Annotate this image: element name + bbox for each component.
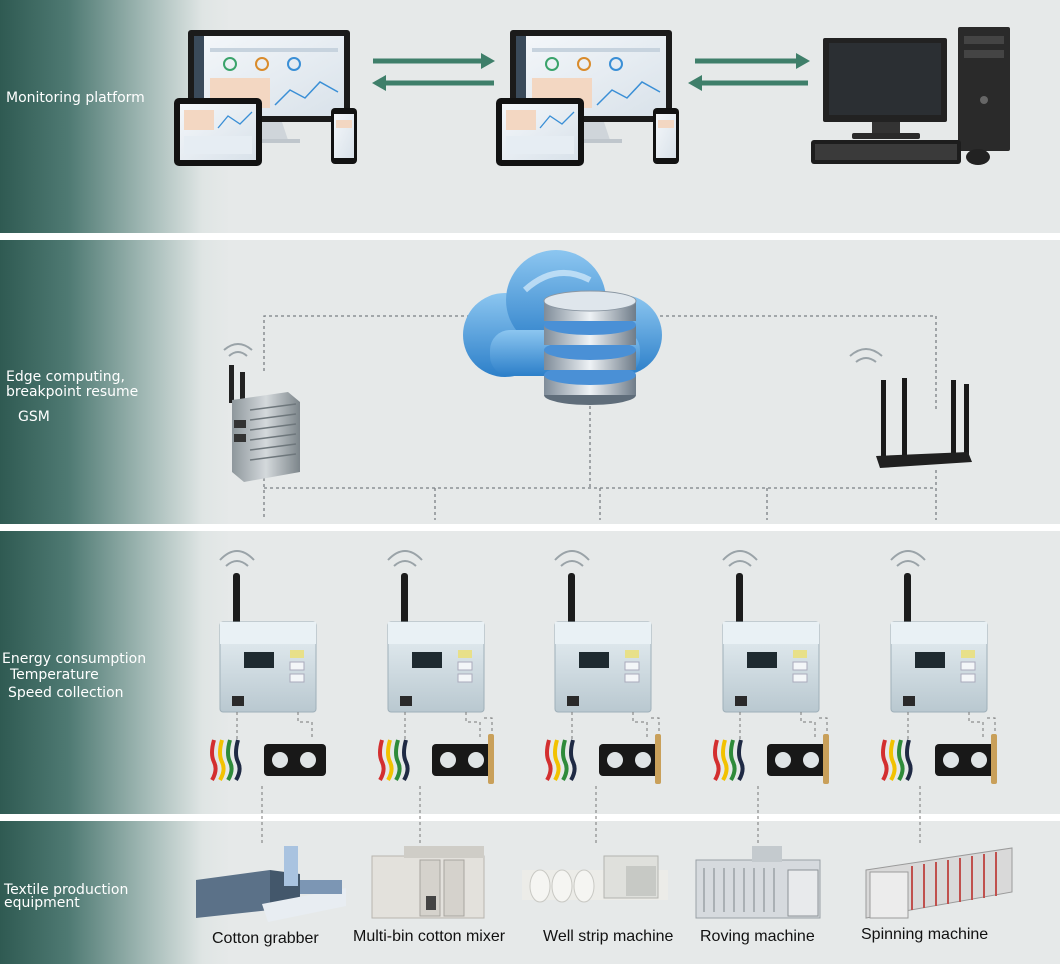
- machine-label-multi-bin-cotton-mixer: Multi-bin cotton mixer: [353, 928, 506, 945]
- edge-layer-label-line1: Edge computing,: [6, 369, 125, 385]
- wifi-router-device: [849, 348, 972, 468]
- layer-divider: [0, 233, 1060, 240]
- edge-gateway-device: [223, 343, 300, 482]
- wifi-signal-icon: [554, 550, 590, 567]
- data-collector-unit: [713, 550, 829, 846]
- multi-bin-cotton-mixer-machine: [371, 846, 485, 919]
- cloud-database-icon: [463, 250, 662, 405]
- sync-arrows-2: [688, 53, 810, 91]
- machine-label-cotton-grabber: Cotton grabber: [212, 930, 319, 947]
- desktop-workstation-2: [496, 30, 679, 166]
- wifi-signal-icon: [387, 550, 423, 567]
- well-strip-machine: [522, 855, 668, 903]
- layer-divider: [0, 814, 1060, 821]
- layer-divider: [0, 524, 1060, 531]
- edge-layer-label-line3: GSM: [18, 409, 50, 425]
- collection-layer-label-line3: Speed collection: [8, 685, 124, 701]
- spinning-machine: [865, 847, 1013, 919]
- network-connection-lines: [263, 315, 937, 520]
- collection-layer-label-line2: Temperature: [10, 667, 99, 683]
- cotton-grabber-machine: [196, 846, 346, 922]
- wifi-signal-icon: [890, 550, 926, 567]
- machine-label-well-strip-machine: Well strip machine: [543, 928, 674, 945]
- equipment-layer-label-line1: Textile production: [4, 882, 129, 898]
- roving-machine: [695, 846, 821, 919]
- monitoring-layer-label: Monitoring platform: [6, 90, 145, 106]
- data-collector-unit: [378, 550, 494, 846]
- collection-layer: [0, 531, 1060, 814]
- collection-layer-label-line1: Energy consumption: [2, 651, 147, 667]
- sync-arrows-1: [372, 53, 495, 91]
- wifi-signal-icon: [219, 550, 255, 567]
- edge-layer-label-line2: breakpoint resume: [6, 384, 139, 400]
- machine-label-spinning-machine: Spinning machine: [861, 926, 989, 943]
- equipment-layer-label-line2: equipment: [4, 895, 80, 911]
- data-collector-unit: [210, 550, 326, 846]
- wifi-signal-icon: [722, 550, 758, 567]
- data-collector-unit: [545, 550, 661, 846]
- data-collector-unit: [881, 550, 997, 846]
- machine-label-roving-machine: Roving machine: [700, 928, 815, 945]
- desktop-workstation-1: [174, 30, 357, 166]
- pc-computer: [811, 27, 1010, 165]
